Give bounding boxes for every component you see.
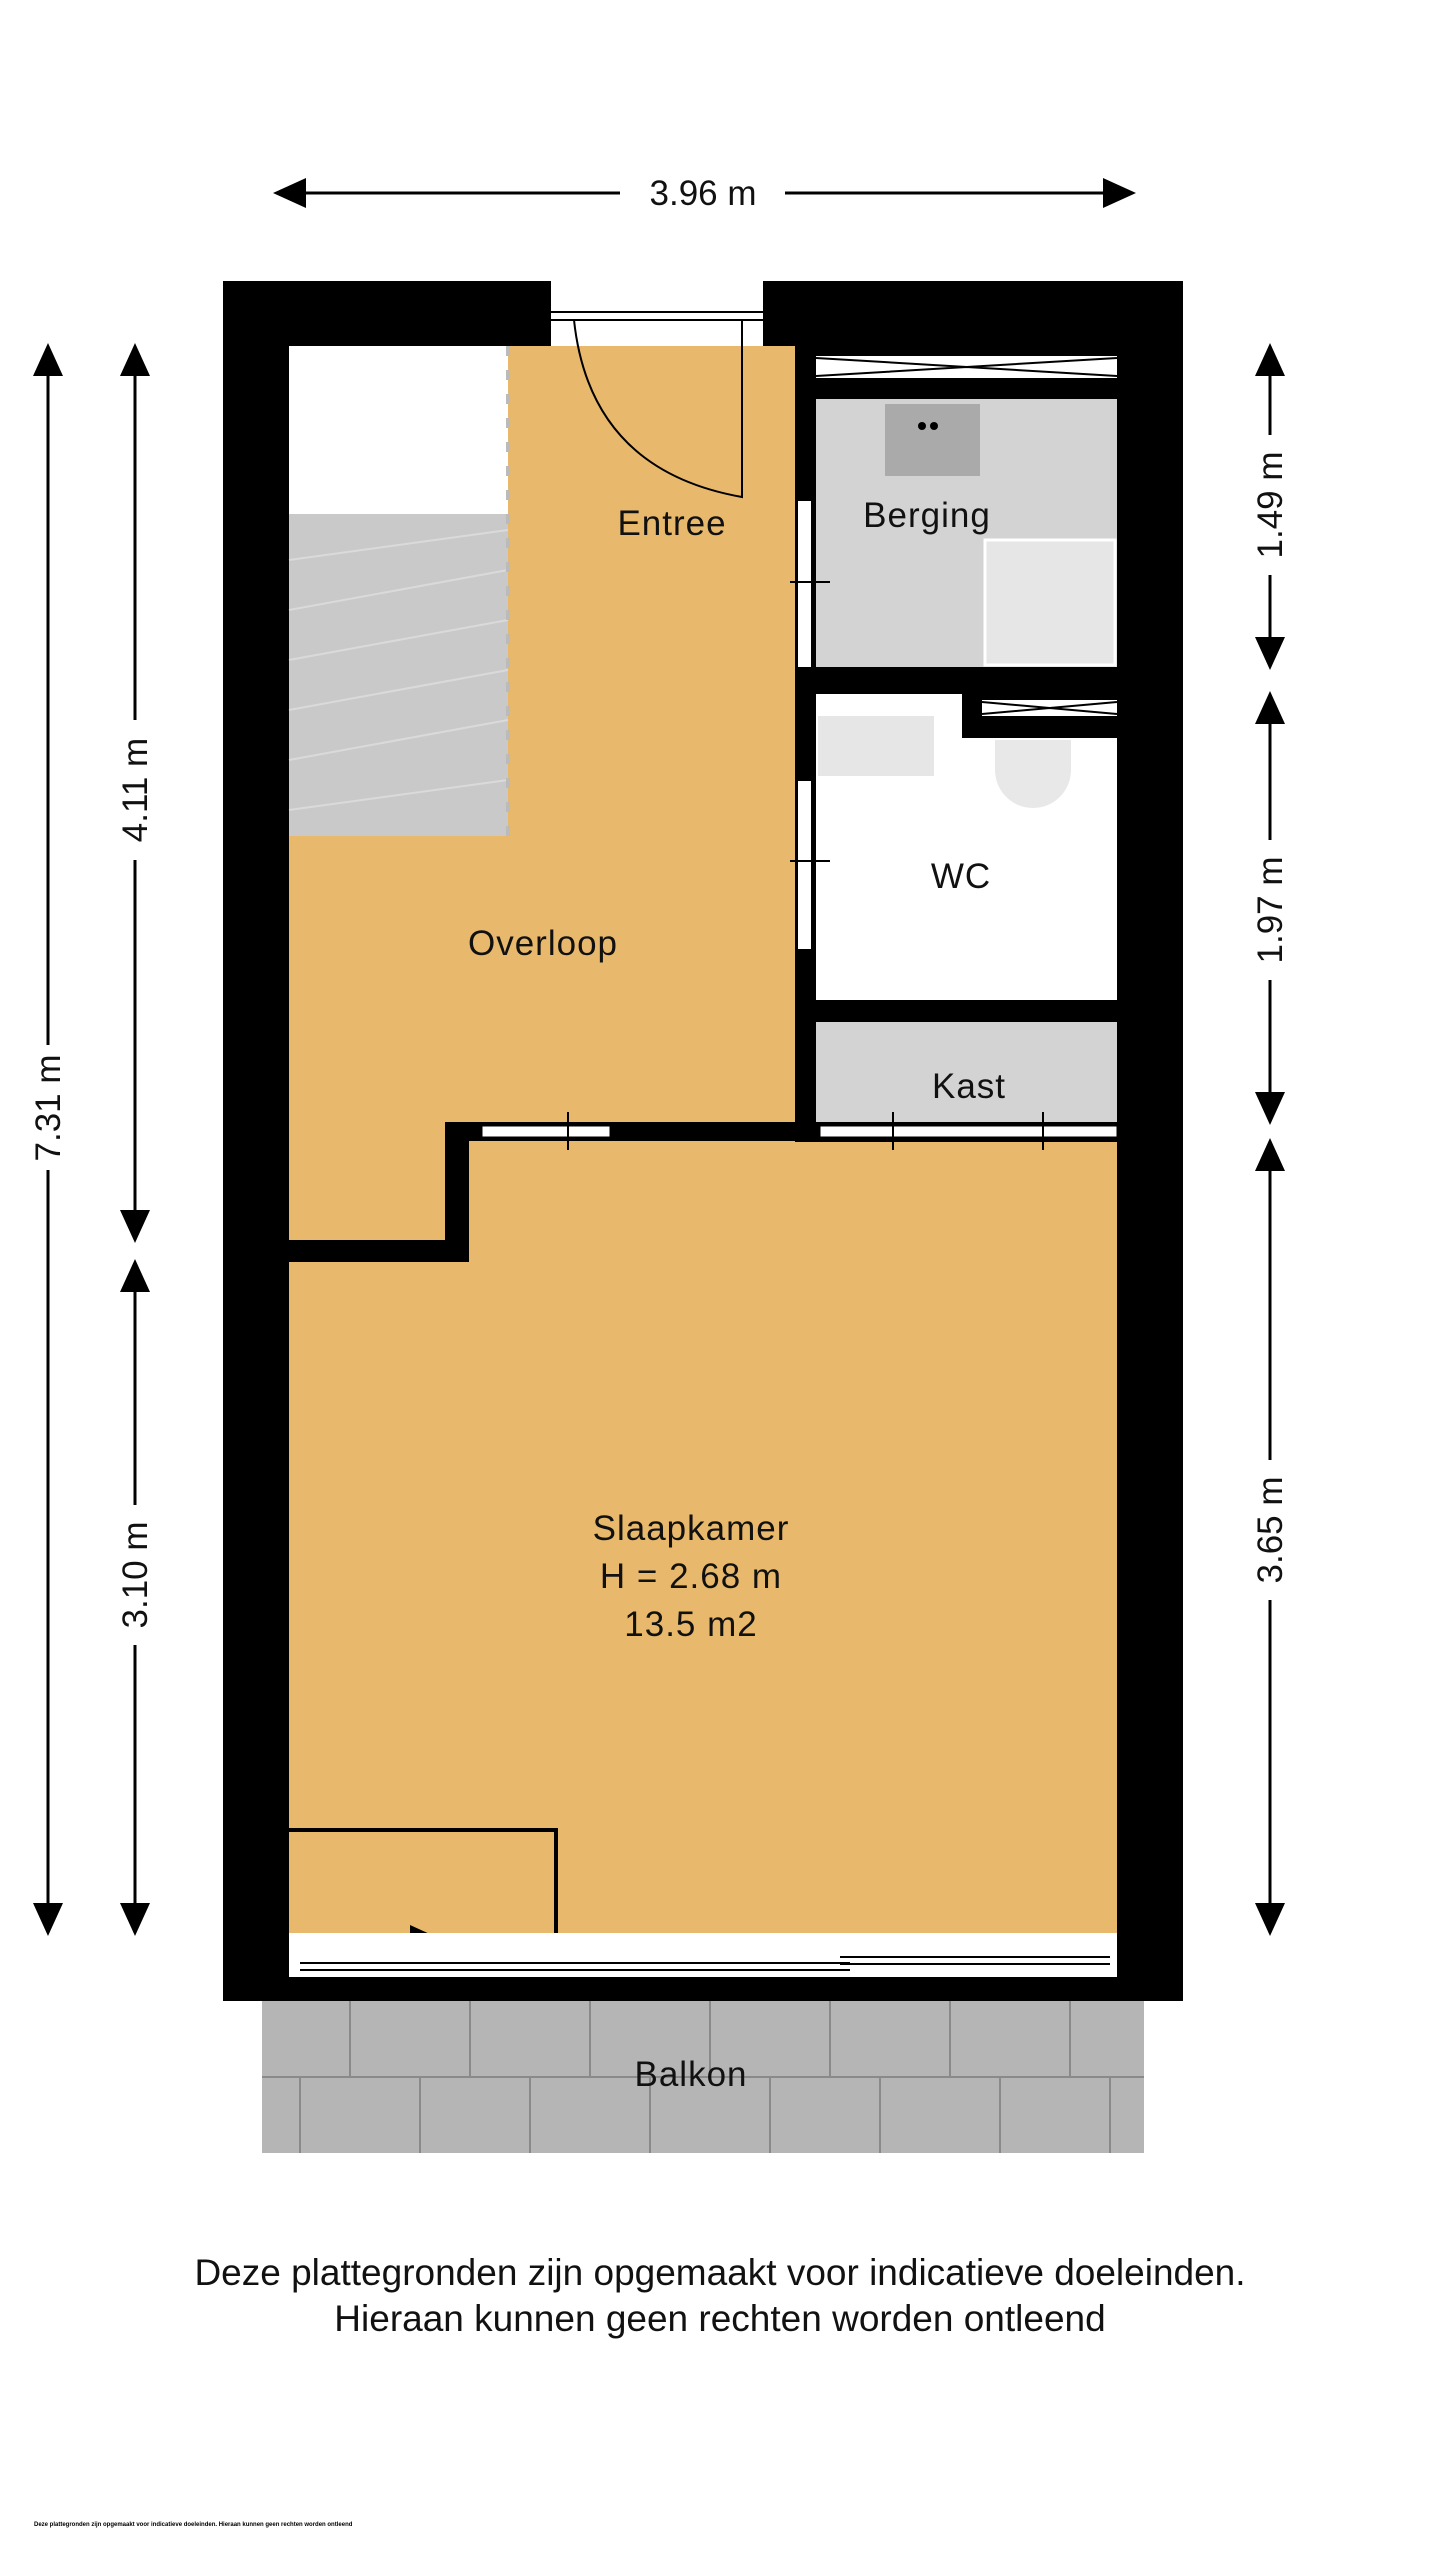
room-height: H = 2.68 m [600, 1557, 782, 1596]
dim-right-berging: 1.49 m [1251, 452, 1290, 559]
dim-height-total: 7.31 m [29, 1055, 68, 1162]
disclaimer-small: Deze plattegronden zijn opgemaakt voor i… [34, 2522, 353, 2528]
room-label-balkon: Balkon [634, 2055, 747, 2094]
room-label-kast: Kast [932, 1067, 1006, 1106]
room-label-wc: WC [931, 857, 991, 896]
dim-right-wc: 1.97 m [1251, 857, 1290, 964]
room-label-slaapkamer: Slaapkamer [593, 1509, 790, 1548]
dim-left-upper: 4.11 m [116, 738, 155, 842]
disclaimer-line-2: Hieraan kunnen geen rechten worden ontle… [334, 2298, 1106, 2339]
door-swing [573, 319, 743, 499]
room-label-entree: Entree [617, 504, 726, 543]
disclaimer-line-1: Deze plattegronden zijn opgemaakt voor i… [194, 2252, 1246, 2293]
room-area: 13.5 m2 [624, 1605, 757, 1644]
staircase [288, 346, 510, 836]
sink-icon [818, 716, 934, 776]
room-label-overloop: Overloop [468, 924, 618, 963]
room-label-berging: Berging [863, 496, 991, 535]
dim-width-total: 3.96 m [650, 174, 757, 213]
dim-left-lower: 3.10 m [116, 1522, 155, 1629]
toilet-icon [995, 740, 1071, 808]
washing-machine-icon [983, 538, 1117, 667]
kast-floor [816, 1022, 1117, 1122]
dim-right-slaapkamer: 3.65 m [1251, 1477, 1290, 1584]
wardrobe-outline [289, 1828, 558, 1933]
boiler-icon [885, 404, 980, 476]
entrance-door-frame [551, 281, 763, 346]
balcony [262, 2001, 1144, 2153]
